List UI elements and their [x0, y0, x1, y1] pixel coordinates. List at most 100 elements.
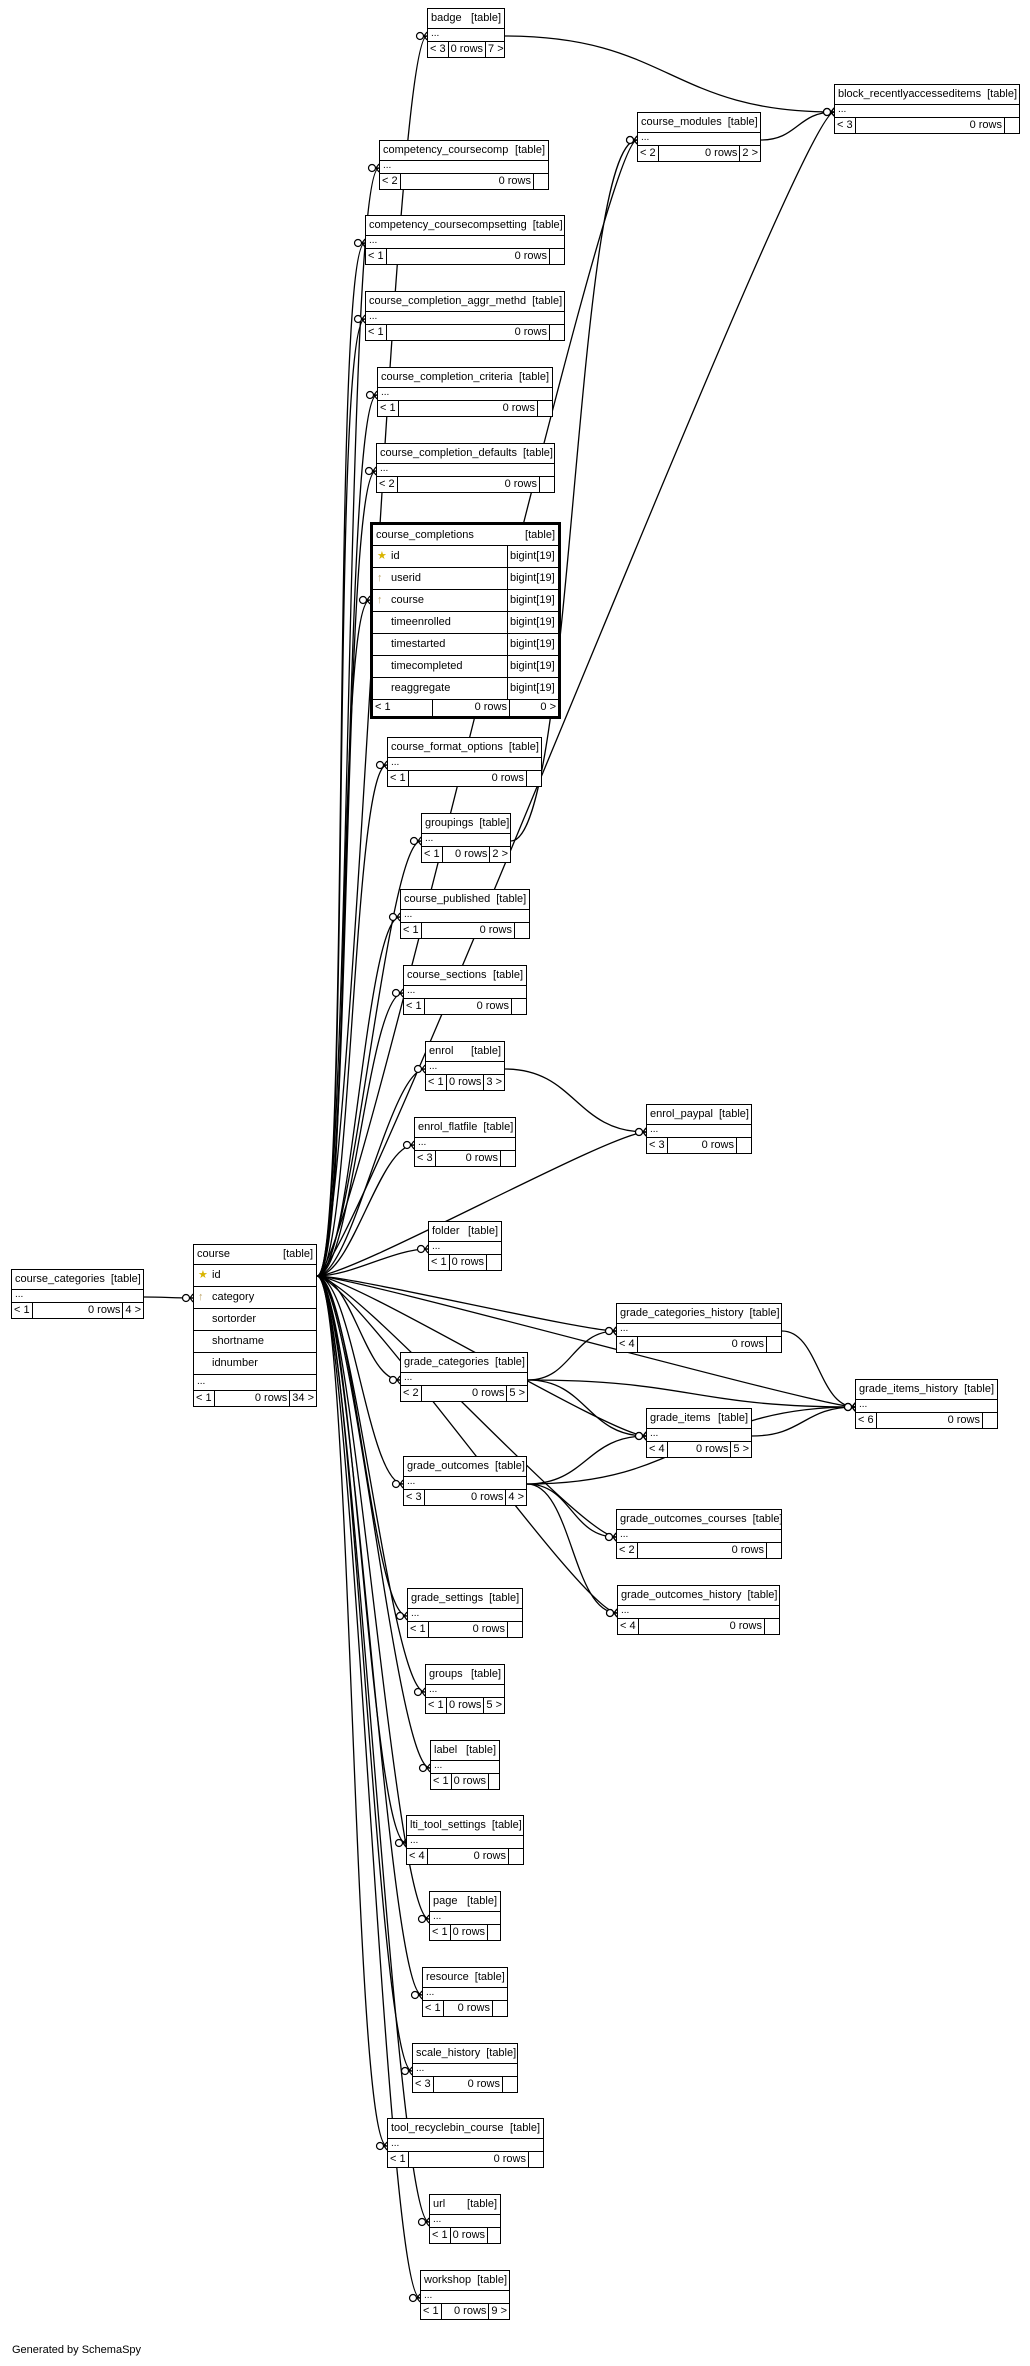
parents-count[interactable]: < 3: [404, 1490, 425, 1505]
parents-count[interactable]: < 1: [408, 1622, 429, 1637]
parents-count[interactable]: < 1: [194, 1391, 215, 1406]
children-count[interactable]: [737, 1138, 751, 1153]
parents-count[interactable]: < 1: [12, 1303, 33, 1318]
children-count[interactable]: [501, 1151, 515, 1166]
parents-count[interactable]: < 4: [647, 1442, 668, 1457]
children-count[interactable]: [488, 2228, 502, 2243]
table-competency-coursecompsetting[interactable]: competency_coursecompsetting[table]...< …: [365, 215, 565, 265]
column-row[interactable]: ↑category: [194, 1287, 316, 1309]
parents-count[interactable]: < 1: [404, 999, 425, 1014]
children-count[interactable]: 5 >: [733, 1443, 749, 1455]
children-count[interactable]: [767, 1337, 781, 1352]
children-count[interactable]: [983, 1413, 997, 1428]
parents-count[interactable]: < 4: [407, 1849, 428, 1864]
children-count[interactable]: 4 >: [125, 1304, 141, 1316]
children-count[interactable]: [550, 249, 564, 264]
children-count[interactable]: 9 >: [491, 2305, 507, 2317]
parents-count[interactable]: < 1: [388, 2152, 409, 2167]
parents-count[interactable]: < 2: [638, 146, 659, 161]
parents-count[interactable]: < 3: [647, 1138, 668, 1153]
parents-count[interactable]: < 4: [617, 1337, 638, 1352]
children-count[interactable]: [550, 325, 564, 340]
parents-count[interactable]: < 6: [856, 1413, 877, 1428]
children-count[interactable]: 2 >: [492, 848, 508, 860]
parents-count[interactable]: < 1: [426, 1698, 447, 1713]
children-count[interactable]: [515, 923, 529, 938]
children-count[interactable]: 5 >: [486, 1699, 502, 1711]
column-row[interactable]: ★id: [194, 1265, 316, 1287]
parents-count[interactable]: < 1: [366, 249, 387, 264]
children-count[interactable]: 2 >: [742, 147, 758, 159]
table-course-completion-aggr-methd[interactable]: course_completion_aggr_methd[table]...< …: [365, 291, 565, 341]
parents-count[interactable]: < 1: [401, 923, 422, 938]
parents-count[interactable]: < 1: [388, 771, 409, 786]
table-block-recentlyaccesseditems[interactable]: block_recentlyaccesseditems[table]...< 3…: [834, 84, 1020, 134]
children-count[interactable]: 5 >: [509, 1387, 525, 1399]
parents-count[interactable]: < 3: [835, 118, 856, 133]
children-count[interactable]: [765, 1619, 779, 1634]
parents-count[interactable]: < 1: [421, 2304, 442, 2319]
parents-count[interactable]: < 3: [415, 1151, 436, 1166]
parents-count[interactable]: < 1: [431, 1774, 452, 1789]
parents-count[interactable]: < 2: [380, 174, 401, 189]
parents-count[interactable]: < 1: [426, 1075, 447, 1090]
column-row[interactable]: sortorder: [194, 1309, 316, 1331]
children-count[interactable]: 3 >: [486, 1076, 502, 1088]
children-count[interactable]: [527, 771, 541, 786]
children-count[interactable]: [508, 1622, 522, 1637]
children-count[interactable]: 0 >: [540, 701, 556, 713]
column-row[interactable]: shortname: [194, 1331, 316, 1353]
parents-count[interactable]: < 1: [366, 325, 387, 340]
parents-count[interactable]: < 1: [430, 2228, 451, 2243]
children-count[interactable]: [538, 401, 552, 416]
parents-count[interactable]: < 2: [617, 1543, 638, 1558]
parents-count[interactable]: < 3: [413, 2077, 434, 2092]
children-count[interactable]: [529, 2152, 543, 2167]
children-count[interactable]: [534, 174, 548, 189]
children-count[interactable]: [487, 1255, 501, 1270]
children-count[interactable]: [512, 999, 526, 1014]
parents-count[interactable]: < 2: [401, 1386, 422, 1401]
children-count[interactable]: [488, 1925, 502, 1940]
children-count[interactable]: [767, 1543, 781, 1558]
parents-count[interactable]: < 1: [378, 401, 399, 416]
parents-count[interactable]: < 1: [423, 2001, 444, 2016]
children-count[interactable]: [540, 477, 554, 492]
parents-count[interactable]: < 4: [618, 1619, 639, 1634]
parents-count[interactable]: < 1: [429, 1255, 450, 1270]
